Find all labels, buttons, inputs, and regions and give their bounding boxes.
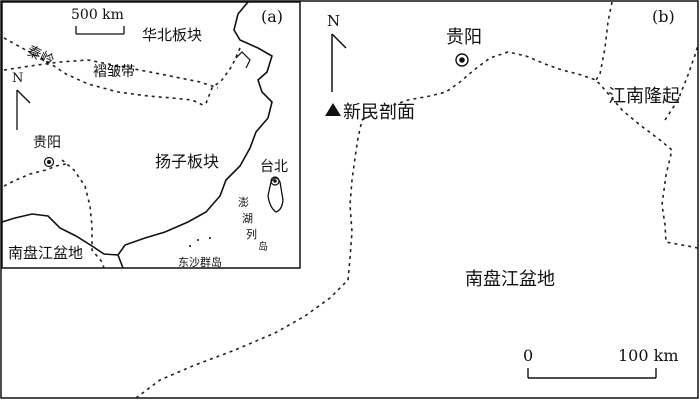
north-arrow-a-label: N	[12, 71, 23, 86]
taibei-label: 台北	[260, 159, 288, 175]
scale-bar-b: 0 100 km	[523, 346, 679, 379]
scale-a-label: 500 km	[71, 7, 124, 23]
qinling-belt-south	[3, 37, 206, 107]
scale-b-end: 100 km	[618, 346, 679, 365]
penghu-char-2: 湖	[242, 212, 253, 225]
taibei-city-icon	[270, 176, 280, 186]
basin-boundary-a	[61, 159, 105, 269]
guiyang-label-a: 贵阳	[33, 135, 61, 151]
north-china-label: 华北板块	[142, 26, 202, 44]
north-arrow-a: N	[12, 71, 31, 130]
section-label: 新民剖面	[343, 102, 415, 123]
yangtze-west-boundary	[3, 163, 67, 187]
section-triangle-icon	[325, 103, 341, 116]
panel-b-label: (b)	[652, 7, 675, 26]
yangtze-label: 扬子板块	[155, 152, 219, 171]
north-arrow-b: N	[327, 12, 347, 92]
sea-inlet-a	[235, 51, 251, 69]
north-arrow-b-label: N	[327, 12, 340, 30]
fold-belt-label: 褶皱带	[93, 64, 135, 80]
basin-label-b: 南盘江盆地	[465, 269, 555, 290]
penghu-label: 澎 湖 列 岛	[238, 196, 268, 253]
basin-label-a: 南盘江盆地	[8, 244, 83, 262]
guiyang-label-b: 贵阳	[446, 27, 482, 48]
panel-a-frame	[1, 1, 301, 269]
taiwan-island	[267, 177, 284, 213]
scale-bar-a: 500 km	[71, 7, 125, 35]
penghu-char-3: 列	[246, 227, 257, 241]
northeast-boundary-b	[664, 44, 699, 121]
guiyang-city-icon-a	[43, 156, 55, 168]
dongsha-label: 东沙群岛	[178, 255, 222, 269]
scale-b-zero: 0	[523, 346, 533, 365]
qinling-belt-north	[3, 59, 219, 89]
jiangnan-boundary-b	[595, 1, 613, 81]
jiangnan-label: 江南隆起	[608, 86, 680, 107]
penghu-char-1: 澎	[238, 196, 249, 209]
panel-a-label: (a)	[261, 7, 283, 26]
border-line-a-1	[1, 213, 119, 256]
north-china-boundary	[204, 47, 241, 107]
dongsha-islands	[189, 237, 211, 247]
coastline-a	[117, 1, 273, 269]
guiyang-city-icon	[455, 53, 469, 67]
penghu-char-4: 岛	[258, 240, 268, 253]
